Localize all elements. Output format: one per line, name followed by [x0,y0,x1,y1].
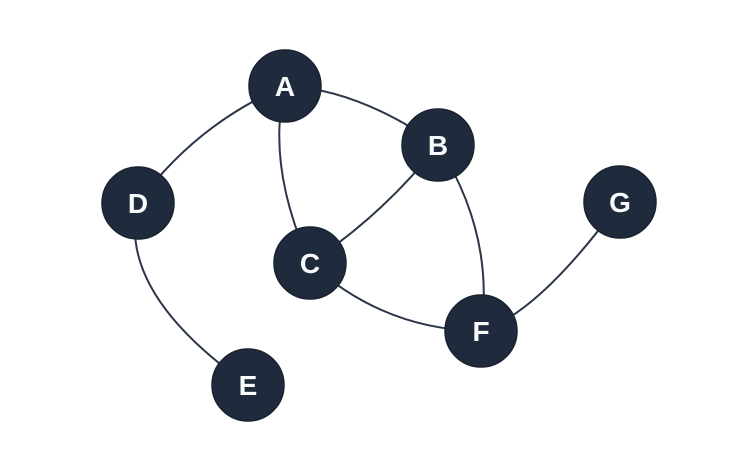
node-C[interactable]: C [273,226,347,300]
node-F[interactable]: F [444,294,518,368]
node-A-circle[interactable] [248,49,322,123]
node-E[interactable]: E [211,348,285,422]
node-G-circle[interactable] [583,165,657,239]
node-B-circle[interactable] [401,108,475,182]
node-A[interactable]: A [248,49,322,123]
node-C-circle[interactable] [273,226,347,300]
node-B[interactable]: B [401,108,475,182]
node-D-circle[interactable] [101,166,175,240]
node-G[interactable]: G [583,165,657,239]
node-F-circle[interactable] [444,294,518,368]
node-D[interactable]: D [101,166,175,240]
node-E-circle[interactable] [211,348,285,422]
